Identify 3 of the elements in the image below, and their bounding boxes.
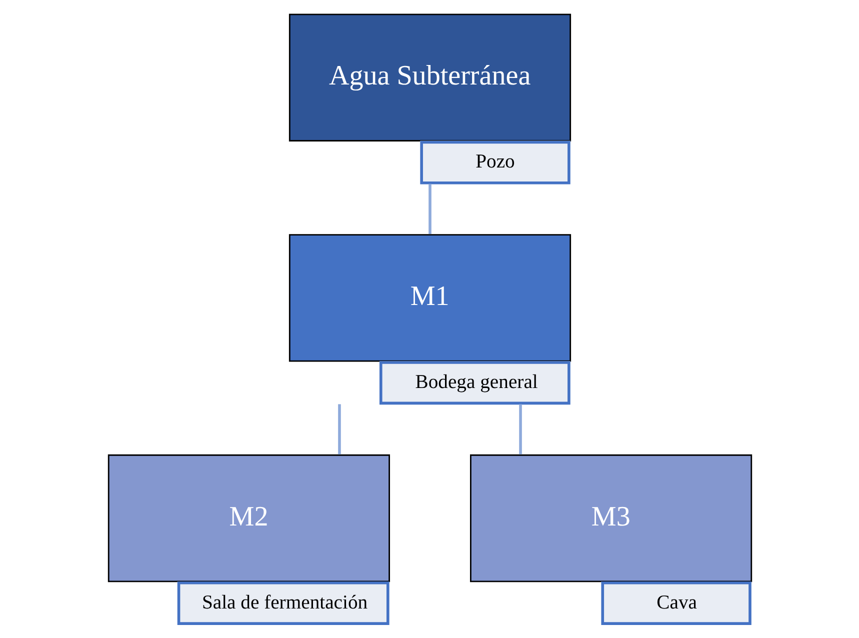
connector xyxy=(428,184,431,234)
connector xyxy=(518,404,522,454)
connector xyxy=(338,404,340,454)
